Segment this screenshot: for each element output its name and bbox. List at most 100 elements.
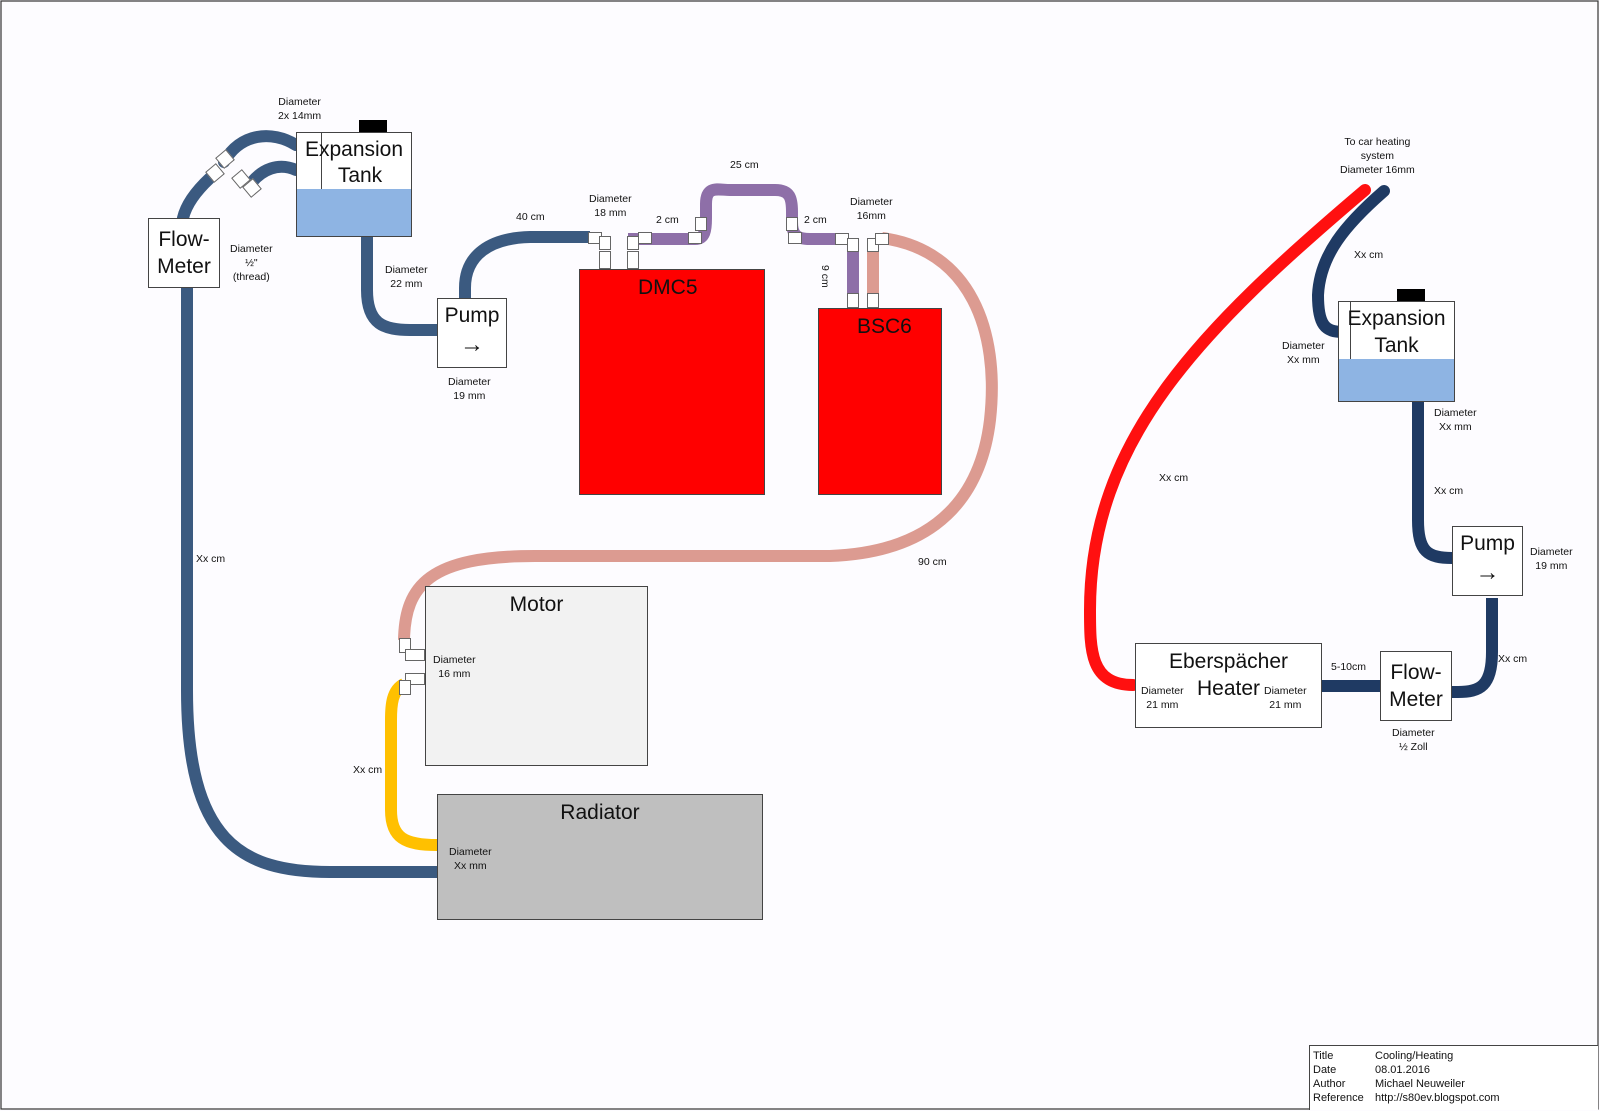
hose-pump-to-flowmeter-right [1448,598,1498,698]
hose-tank-upper [218,130,302,168]
fitting-motor-2 [405,649,425,661]
pump-left: Pump → [437,298,507,368]
dmc5-label: DMC5 [638,276,698,299]
label-dia-22: Diameter 22 mm [385,264,428,290]
title-block-row-title: Title Cooling/Heating [1310,1049,1598,1063]
fitting-purple-1 [688,232,702,244]
title-block-row-reference: Reference http://s80ev.blogspot.com [1310,1091,1598,1105]
label-dia-xx-tank-out: Diameter Xx mm [1434,407,1477,433]
label-dia-2x14: Diameter 2x 14mm [278,96,322,122]
pump-right-arrow-icon: → [1475,559,1500,586]
flow-meter-right: Flow- Meter [1380,651,1452,721]
label-dia-21-right: Diameter 21 mm [1264,685,1307,711]
hose-tank-lower [246,160,302,188]
hose-car-to-tank [1311,185,1390,338]
dmc5-controller: DMC5 [579,269,765,495]
radiator-label: Radiator [560,801,640,824]
label-dia-xx-radiator: Diameter Xx mm [449,846,492,872]
label-len-90: 90 cm [918,556,947,568]
flow-meter-left: Flow- Meter [148,218,220,288]
label-len-xx-right-low: Xx cm [1498,653,1528,665]
fitting-dmc5-6 [638,232,652,244]
fitting-motor-4 [399,680,411,695]
title-block-value: Cooling/Heating [1375,1050,1454,1062]
tank-inner-line-right [1350,302,1351,359]
fitting-bsc6-4 [875,233,889,245]
title-block-value: Michael Neuweiler [1375,1078,1465,1090]
label-len-40: 40 cm [516,211,545,223]
pump-right: Pump → [1452,526,1523,596]
flow-meter-right-label: Flow- Meter [1389,661,1443,711]
label-len-25: 25 cm [730,159,759,171]
expansion-tank-left-cap [359,120,387,132]
fitting-dmc5-5 [627,251,639,269]
radiator: Radiator [437,794,763,920]
fitting-dmc5-2 [599,236,611,250]
tank-water-left [297,189,411,236]
label-len-9: 9 cm [819,265,831,288]
title-block-key: Reference [1313,1092,1364,1104]
hose-bsc6-to-motor [398,232,998,641]
label-dia-xx-tank-r: Diameter Xx mm [1282,340,1325,366]
pump-left-label: Pump [444,304,500,327]
label-len-xx-yellow: Xx cm [353,764,383,776]
expansion-tank-left: Expansion Tank [296,132,412,237]
title-block-key: Title [1313,1050,1334,1062]
label-dia-16-top: Diameter 16mm [850,196,893,222]
hose-flowmeter-to-radiator [181,288,437,878]
label-len-5-10: 5-10cm [1331,661,1367,673]
fitting-bsc6-6 [867,293,879,308]
title-block-row-author: Author Michael Neuweiler [1310,1077,1598,1091]
label-len-2b: 2 cm [804,214,827,226]
flow-meter-left-label: Flow- Meter [157,228,211,278]
fitting-bsc6-5 [847,293,859,308]
title-block-key: Date [1313,1064,1337,1076]
heater-label-line1: Eberspächer [1168,650,1289,673]
label-len-xx-right-top: Xx cm [1354,249,1384,261]
fitting-purple-4 [788,232,802,244]
hose-heater-to-car [1083,184,1371,691]
label-len-xx-red: Xx cm [1159,472,1189,484]
tank-inner-line-left [321,133,322,189]
label-dia-18: Diameter 18 mm [589,193,632,219]
fitting-bsc6-2 [847,238,859,252]
label-len-2a: 2 cm [656,214,679,226]
expansion-tank-right-line2: Tank [1374,334,1419,357]
hose-tank-to-pump [361,237,437,336]
title-block-value: 08.01.2016 [1375,1064,1431,1076]
label-dia-half-zoll: Diameter ½ Zoll [1392,727,1435,753]
label-len-xx-left: Xx cm [196,553,226,565]
expansion-tank-left-line1: Expansion [304,138,404,161]
heater-label-line2: Heater [1196,677,1261,700]
pump-left-arrow-icon: → [460,331,484,358]
bsc6-controller: BSC6 [818,308,942,495]
title-block: Title Cooling/Heating Date 08.01.2016 Au… [1309,1045,1598,1110]
motor-label: Motor [509,593,564,616]
bsc6-label: BSC6 [857,315,912,338]
label-dia-21-left: Diameter 21 mm [1141,685,1184,711]
label-len-xx-right-mid: Xx cm [1434,485,1464,497]
eberspacher-heater: Eberspächer Heater [1135,643,1322,728]
hose-motor-to-radiator [385,678,438,851]
hose-pump-to-dmc5 [459,231,590,298]
label-dia-half-thread: Diameter ½" (thread) [230,243,273,283]
label-car-heating: To car heating system Diameter 16mm [1340,136,1415,176]
tank-water-right [1339,359,1454,401]
expansion-tank-right-cap [1397,289,1425,301]
label-dia-19-right: Diameter 19 mm [1530,546,1573,572]
label-dia-16-motor: Diameter 16 mm [433,654,476,680]
expansion-tank-right-line1: Expansion [1347,307,1446,330]
expansion-tank-right: Expansion Tank [1338,301,1455,402]
motor: Motor [425,586,648,766]
hose-tank-to-pump-right [1412,402,1453,564]
pump-right-label: Pump [1460,532,1515,555]
title-block-row-date: Date 08.01.2016 [1310,1063,1598,1077]
label-dia-19-left: Diameter 19 mm [448,376,491,402]
fitting-purple-3 [786,217,798,231]
fitting-dmc5-3 [599,251,611,269]
expansion-tank-left-line2: Tank [337,164,383,187]
fitting-purple-2 [695,217,707,231]
